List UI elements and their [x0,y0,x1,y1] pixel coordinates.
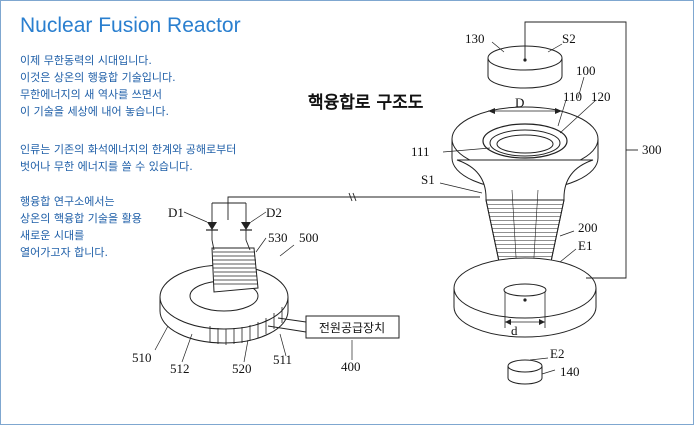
top-cap-130 [487,45,563,89]
label-130: 130 [465,31,485,46]
lower-flange [453,257,597,338]
diode-d2 [240,222,252,231]
label-140: 140 [560,364,580,379]
label-100: 100 [576,63,596,78]
intro-line: 인류는 기존의 화석에너지의 한계와 공해로부터 [20,143,237,156]
label-111: 111 [411,144,430,159]
diode-d1 [206,222,218,231]
label-s2: S2 [562,31,576,46]
label-d2: D2 [266,205,282,220]
intro-line: 이제 무한동력의 시대입니다. [20,54,152,67]
toroid-500 [159,239,289,345]
label-510: 510 [132,350,152,365]
label-d-lower: d [511,323,518,338]
label-200: 200 [578,220,598,235]
bottom-cap-140 [507,359,543,385]
label-300: 300 [642,142,662,157]
label-530: 530 [268,230,288,245]
intro-line: 새로운 시대를 [20,229,85,242]
intro-paragraph-2: 인류는 기존의 화석에너지의 한계와 공해로부터 벗어나 무한 에너지를 쓸 수… [20,141,290,175]
label-d1: D1 [168,205,184,220]
label-d-upper: D [515,95,524,110]
power-supply-400: 전원공급장치 [267,315,400,339]
intro-line: 벗어나 무한 에너지를 쓸 수 있습니다. [20,160,193,173]
wire-300 [524,21,638,279]
label-e2: E2 [550,346,564,361]
label-s1: S1 [421,172,435,187]
label-120: 120 [591,89,611,104]
diagram-heading: 핵융합로 구조도 [308,92,424,113]
label-512: 512 [170,361,190,376]
intro-line: 행융합 연구소에서는 [20,195,115,208]
intro-line: 상온의 핵융합 기술을 활용 [20,212,142,225]
intro-line: 이 기술을 세상에 내어 놓습니다. [20,105,170,118]
intro-line: 무한에너지의 새 역사를 쓰면서 [20,88,163,101]
leader-lines [154,41,597,375]
intro-line: 이것은 상온의 행융합 기술입니다. [20,71,176,84]
power-supply-label: 전원공급장치 [319,321,385,335]
wire-s1 [211,192,480,240]
label-e1: E1 [578,238,592,253]
page-title: Nuclear Fusion Reactor [20,14,241,37]
label-400: 400 [341,359,361,374]
label-110: 110 [563,89,582,104]
label-511: 511 [273,352,292,367]
label-500: 500 [299,230,319,245]
label-520: 520 [232,361,252,376]
intro-line: 열어가고자 합니다. [20,246,108,259]
intro-paragraph-1: 이제 무한동력의 시대입니다. 이것은 상온의 행융합 기술입니다. 무한에너지… [20,52,290,120]
intro-paragraph-3: 행융합 연구소에서는 상온의 핵융합 기술을 활용 새로운 시대를 열어가고자 … [20,193,290,261]
